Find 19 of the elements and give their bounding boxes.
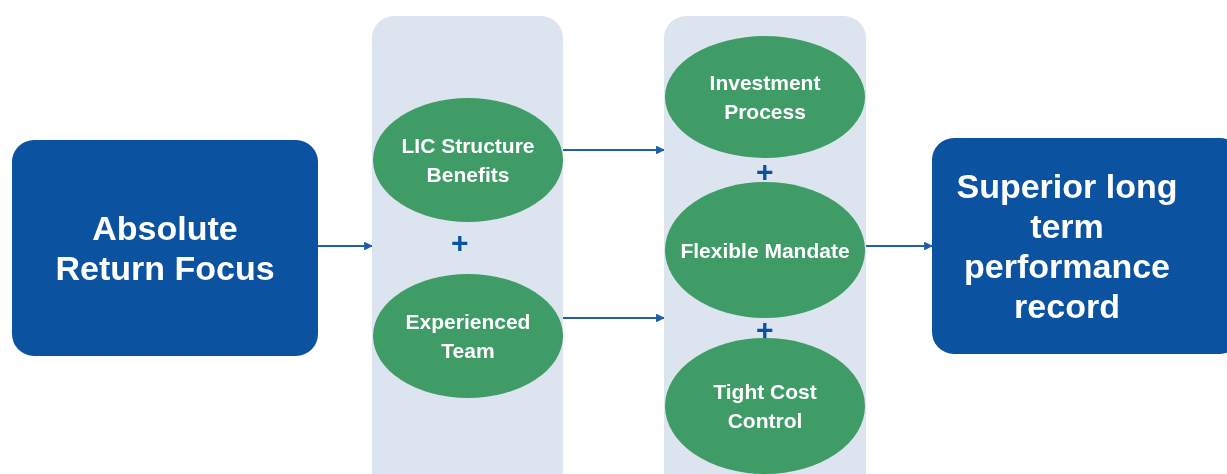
arrow	[563, 145, 665, 155]
process-box	[12, 140, 318, 356]
node-label: Absolute Return Focus	[54, 208, 276, 288]
node-label: Experienced Team	[404, 309, 532, 364]
node-label: Superior long term performance record	[955, 166, 1179, 326]
node-label: Flexible Mandate	[680, 237, 850, 264]
group-panel	[372, 16, 563, 474]
node-label: Tight Cost Control	[712, 379, 818, 434]
node-label: Investment Process	[708, 70, 822, 125]
plus-sign: +	[756, 315, 774, 345]
arrow	[866, 241, 933, 251]
ellipse-node	[665, 338, 865, 474]
arrow	[563, 313, 665, 323]
arrow	[318, 241, 373, 251]
group-panel	[664, 16, 866, 474]
result-box	[932, 138, 1227, 354]
plus-sign: +	[756, 157, 774, 187]
plus-sign: +	[451, 228, 469, 258]
node-label: LIC Structure Benefits	[400, 133, 536, 188]
